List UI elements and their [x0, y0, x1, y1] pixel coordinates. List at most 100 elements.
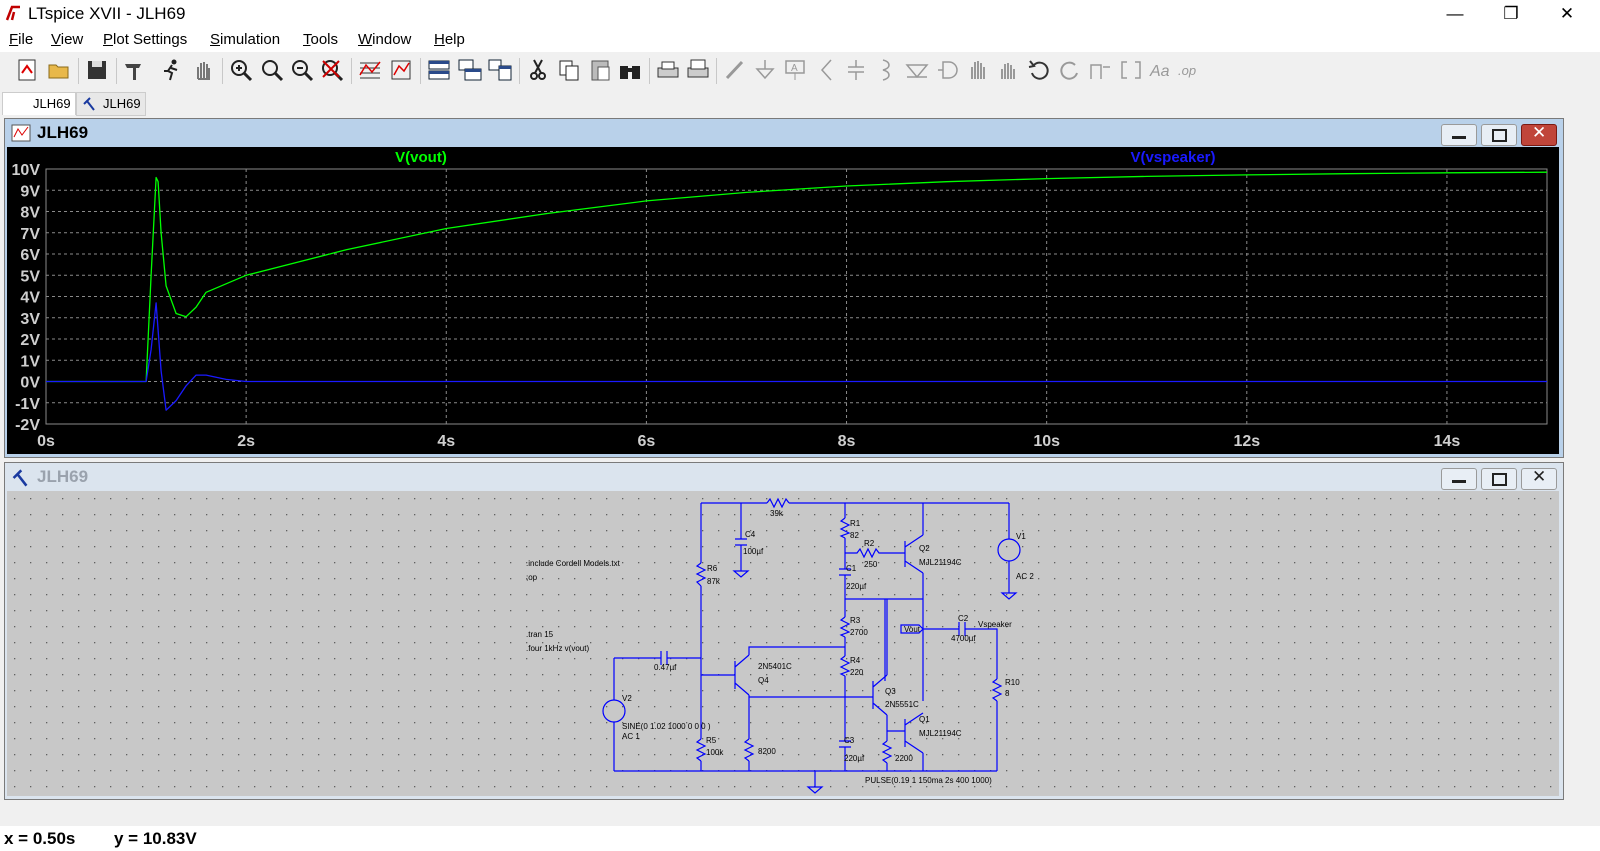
- menu-view[interactable]: View: [51, 31, 84, 48]
- resistor-r6: [695, 562, 707, 587]
- diode-icon[interactable]: [904, 57, 930, 83]
- paste-icon[interactable]: [587, 57, 613, 83]
- move-hand-icon[interactable]: [965, 57, 991, 83]
- control-panel-hammer-icon[interactable]: [121, 57, 147, 83]
- label-r5-value: 100k: [706, 748, 724, 757]
- label-q2: Q2: [919, 544, 930, 553]
- label-r1: R1: [850, 519, 861, 528]
- inductor-icon[interactable]: [873, 57, 899, 83]
- x-tick-label: 0s: [37, 433, 55, 450]
- y-tick-label: 5V: [20, 268, 40, 285]
- net-label-vspeaker[interactable]: Vspeaker: [978, 620, 1012, 629]
- y-tick-label: -2V: [15, 417, 40, 434]
- spice-directive-icon[interactable]: .op: [1178, 57, 1204, 83]
- menu-tools[interactable]: Tools: [303, 31, 339, 48]
- svg-text:Aa: Aa: [1149, 63, 1170, 80]
- net-label-vout[interactable]: Vout: [904, 625, 921, 634]
- label-v1: V1: [1016, 532, 1026, 541]
- label-c1-value: 220µf: [846, 582, 867, 591]
- directive-include[interactable]: .include Cordell Models.txt: [526, 559, 621, 568]
- menu-plot-settings[interactable]: Plot Settings: [103, 31, 188, 48]
- plot-maximize-button[interactable]: [1481, 124, 1517, 146]
- menu-file[interactable]: File: [9, 31, 34, 48]
- schematic-window-icon: [12, 469, 28, 487]
- net-label-icon[interactable]: A: [782, 57, 808, 83]
- label-v2-sine: SINE(0 1.02 1000 0 0 0 ): [622, 722, 711, 731]
- label-q4: Q4: [758, 676, 769, 685]
- ground-icon[interactable]: [752, 57, 778, 83]
- tab-schematic[interactable]: JLH69: [76, 92, 146, 116]
- print-icon[interactable]: [655, 57, 681, 83]
- cascade-windows-icon[interactable]: [457, 57, 483, 83]
- copy-icon[interactable]: [556, 57, 582, 83]
- schematic-wires: [602, 497, 1021, 794]
- trace-vspeaker[interactable]: [46, 302, 1547, 411]
- y-tick-label: 6V: [20, 247, 40, 264]
- pan-zoom-icon[interactable]: [259, 57, 285, 83]
- schematic-canvas[interactable]: .include Cordell Models.txt ;op .tran 15…: [7, 491, 1559, 796]
- open-folder-icon[interactable]: [46, 57, 72, 83]
- y-tick-label: 4V: [20, 290, 40, 307]
- zoom-out-icon[interactable]: [289, 57, 315, 83]
- restore-button[interactable]: ❐: [1503, 4, 1519, 23]
- mirror-icon[interactable]: [1118, 57, 1144, 83]
- menu-window[interactable]: Window: [358, 31, 412, 48]
- x-tick-label: 10s: [1033, 433, 1060, 450]
- trace-vout[interactable]: [46, 171, 1548, 383]
- window-title: LTspice XVII - JLH69: [28, 4, 186, 23]
- draw-wire-icon[interactable]: [722, 57, 748, 83]
- label-c4: C4: [745, 530, 756, 539]
- plot-minimize-button[interactable]: [1441, 124, 1477, 146]
- component-icon[interactable]: [934, 57, 960, 83]
- legend-vout[interactable]: V(vout): [395, 149, 447, 166]
- menu-simulation[interactable]: Simulation: [210, 31, 281, 48]
- print-preview-icon[interactable]: [685, 57, 711, 83]
- close-button[interactable]: ✕: [1559, 4, 1575, 23]
- drag-hand-icon[interactable]: [995, 57, 1021, 83]
- schematic-tab-icon: [83, 97, 95, 111]
- x-tick-label: 8s: [838, 433, 856, 450]
- minimize-button[interactable]: —: [1446, 4, 1464, 23]
- label-c3: C3: [844, 736, 855, 745]
- plot-close-button[interactable]: ✕: [1521, 123, 1557, 146]
- save-icon[interactable]: [84, 57, 110, 83]
- tab-waveform[interactable]: JLH69: [2, 92, 76, 115]
- capacitor-icon[interactable]: [843, 57, 869, 83]
- label-r2: R2: [864, 539, 875, 548]
- label-q3-model: 2N5551C: [885, 700, 919, 709]
- menu-help[interactable]: Help: [434, 31, 465, 48]
- text-icon[interactable]: Aa: [1148, 57, 1174, 83]
- rotate-icon[interactable]: [1087, 57, 1113, 83]
- schematic-maximize-button[interactable]: [1481, 468, 1517, 490]
- redo-icon[interactable]: [1057, 57, 1083, 83]
- legend-vspeaker[interactable]: V(vspeaker): [1130, 149, 1215, 166]
- svg-text:A: A: [791, 63, 798, 74]
- label-v2: V2: [622, 694, 632, 703]
- tile-horizontal-icon[interactable]: [426, 57, 452, 83]
- resistor-icon[interactable]: [813, 57, 839, 83]
- directive-four[interactable]: .four 1kHz v(vout): [526, 644, 589, 653]
- schematic-minimize-button[interactable]: [1441, 468, 1477, 490]
- zoom-fit-icon[interactable]: [319, 57, 345, 83]
- schematic-close-button[interactable]: ✕: [1521, 467, 1557, 490]
- autorange-y-icon[interactable]: [357, 57, 383, 83]
- label-pulse: PULSE(0.19 1 150ma 2s 400 1000): [865, 776, 992, 785]
- cut-scissors-icon[interactable]: [525, 57, 551, 83]
- undo-icon[interactable]: [1026, 57, 1052, 83]
- label-r5: R5: [706, 736, 717, 745]
- directive-op[interactable]: ;op: [526, 573, 538, 582]
- new-schematic-icon[interactable]: [14, 57, 40, 83]
- halt-hand-icon[interactable]: [190, 57, 216, 83]
- directive-tran[interactable]: .tran 15: [526, 630, 554, 639]
- find-binoculars-icon[interactable]: [617, 57, 643, 83]
- zoom-in-icon[interactable]: [228, 57, 254, 83]
- x-tick-label: 4s: [437, 433, 455, 450]
- run-simulation-icon[interactable]: [159, 57, 185, 83]
- plot-settings-icon[interactable]: [388, 57, 414, 83]
- y-tick-label: -1V: [15, 396, 40, 413]
- toolbar: A Aa .op: [0, 52, 1600, 91]
- x-tick-label: 2s: [237, 433, 255, 450]
- tile-vertical-icon[interactable]: [487, 57, 513, 83]
